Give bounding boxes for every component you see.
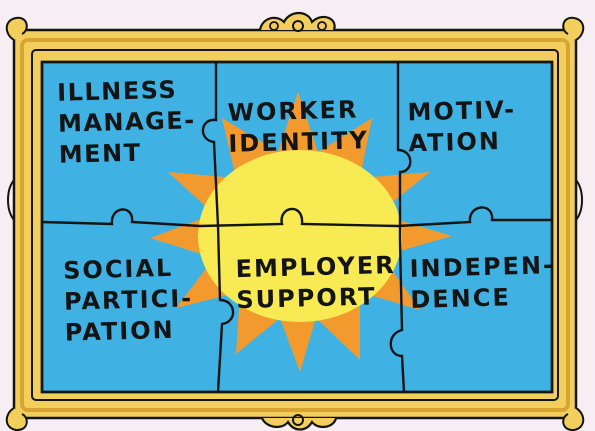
- piece-label-social-participation: SOCIAL PARTICI- PATION: [62, 253, 194, 347]
- piece-label-worker-identity: WORKER IDENTITY: [227, 95, 370, 158]
- puzzle-cut-lines: [40, 60, 554, 394]
- piece-label-employer-support: EMPLOYER SUPPORT: [235, 250, 397, 315]
- piece-label-independence: INDEPEN- DENCE: [409, 251, 556, 314]
- sun-center: [198, 150, 402, 322]
- piece-label-motivation: MOTIV- ATION: [407, 95, 517, 158]
- piece-label-illness-management: ILLNESS MANAGE- MENT: [56, 75, 197, 169]
